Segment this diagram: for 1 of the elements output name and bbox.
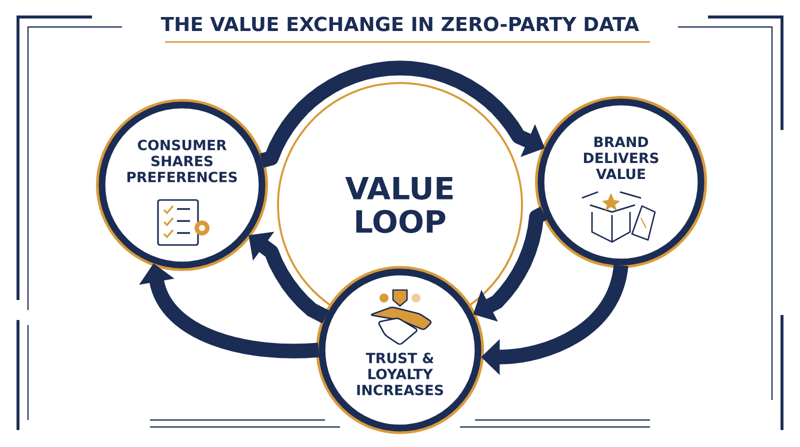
title: THE VALUE EXCHANGE IN ZERO-PARTY DATA — [160, 16, 640, 32]
